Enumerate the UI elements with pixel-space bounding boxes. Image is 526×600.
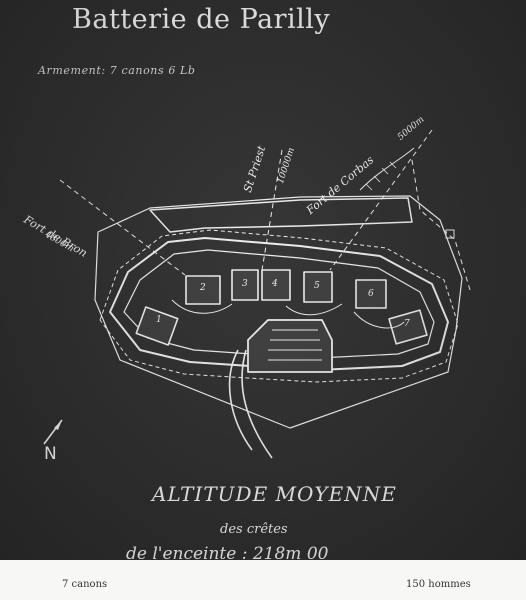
altitude-value-line: de l'enceinte : 218m 00 [126, 544, 329, 560]
emplacement-number-3: 3 [242, 279, 248, 289]
rampart-curve [171, 299, 405, 329]
emplacement-1 [135, 306, 179, 346]
enceinte-inner [123, 249, 435, 359]
caption-men: 150 hommes [406, 579, 471, 590]
north-arrow-icon [43, 419, 63, 445]
emplacement-4 [261, 269, 291, 301]
emplacement-5 [303, 271, 333, 303]
line-to-corbas [329, 129, 433, 271]
line-to-bron [59, 179, 186, 276]
altitude-subtitle: des crêtes [220, 522, 288, 537]
emplacement-number-7: 7 [404, 319, 410, 329]
emplacement-number-6: 6 [368, 289, 374, 299]
rear-parapet [149, 197, 413, 233]
line-to-stpriest [261, 149, 283, 271]
altitude-title: ALTITUDE MOYENNE [152, 482, 397, 506]
north-label: N [44, 444, 57, 464]
emplacement-3 [231, 269, 259, 301]
emplacement-number-4: 4 [271, 279, 278, 289]
fort-plan-plate: 1 2 3 4 5 6 7 Batterie de Parilly Armeme… [0, 0, 526, 560]
emplacement-number-1: 1 [156, 315, 162, 325]
emplacement-number-2: 2 [199, 283, 206, 293]
enceinte-outer [109, 237, 449, 371]
glacis-boundary [94, 195, 463, 429]
emplacement-6 [355, 279, 387, 309]
plan-title: Batterie de Parilly [72, 4, 331, 35]
covered-way [99, 229, 459, 383]
emplacement-2 [185, 275, 221, 305]
fort-plan-drawing: 1 2 3 4 5 6 7 [59, 129, 471, 459]
feather-flourish [359, 147, 415, 191]
dashed-road-right [411, 159, 471, 291]
plan-armament-note: Armement: 7 canons 6 Lb [38, 64, 196, 77]
keep-steps [268, 329, 322, 361]
caption-guns: 7 canons [62, 579, 108, 590]
outpost-marker [445, 229, 455, 239]
emplacement-7 [388, 309, 428, 345]
access-road [228, 349, 273, 459]
emplacement-number-5: 5 [314, 281, 320, 291]
central-keep [247, 319, 333, 373]
